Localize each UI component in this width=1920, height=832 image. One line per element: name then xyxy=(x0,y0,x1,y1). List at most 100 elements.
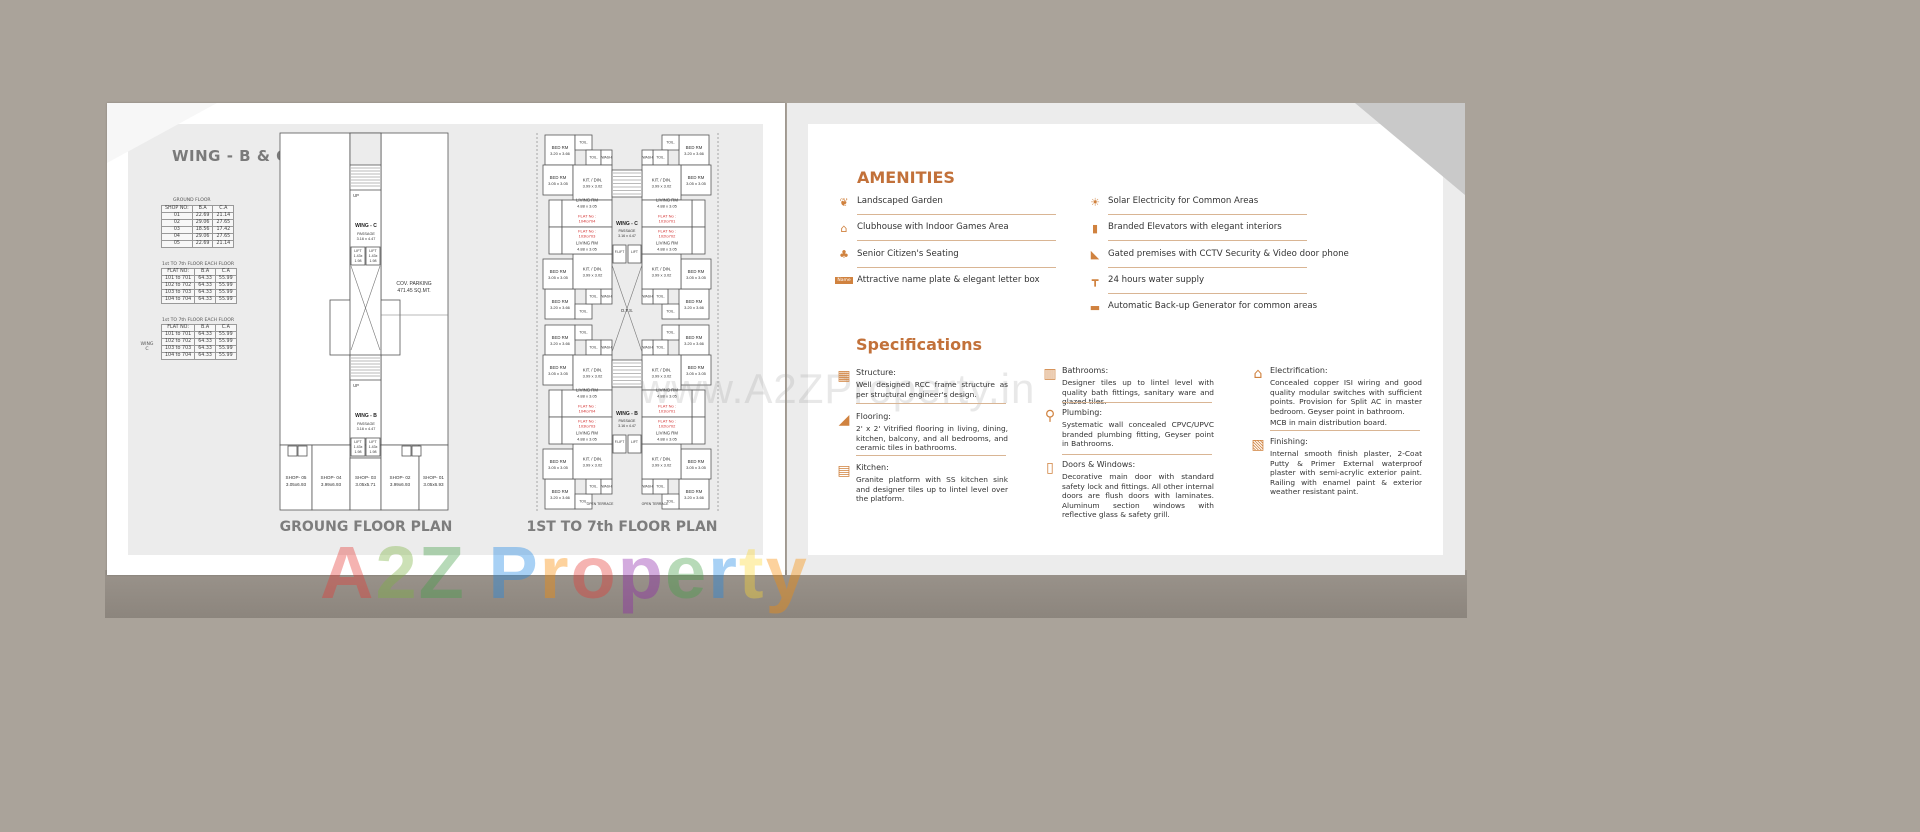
toilet xyxy=(661,324,680,341)
lift-label: F.LIFT xyxy=(615,440,625,444)
living-room xyxy=(561,389,613,418)
spec-heading: Finishing: xyxy=(1270,437,1308,446)
room-name: KIT. / DIN. xyxy=(583,178,603,183)
room-name: TOIL. xyxy=(579,331,587,335)
flooring-icon: ◢ xyxy=(838,412,850,428)
room-size: 4.88 x 3.05 xyxy=(577,394,598,399)
lift xyxy=(627,244,642,264)
kitchen-dining xyxy=(572,443,613,480)
shop-toilet xyxy=(297,445,308,457)
room-name: TOIL. xyxy=(589,485,597,489)
flat-prefix: FLAT No : xyxy=(578,229,596,234)
spec-text: Designer tiles up to lintel level with q… xyxy=(1062,378,1214,406)
room-name: TOIL. xyxy=(589,346,597,350)
living-room xyxy=(561,226,613,255)
room-size: 3.05 x 3.05 xyxy=(686,275,707,280)
spec-heading: Kitchen: xyxy=(856,463,889,472)
amenity-item: Solar Electricity for Common Areas xyxy=(1108,196,1259,206)
name-plate-badge: Name xyxy=(835,277,853,285)
divider xyxy=(1062,454,1212,455)
balcony xyxy=(548,416,563,445)
shop-name: SHOP- 04 xyxy=(321,475,342,480)
room-name: BED RM xyxy=(686,299,703,304)
toilet xyxy=(574,493,593,510)
spec-text: Well designed RCC frame structure as per… xyxy=(856,380,1008,399)
amenity-item: 24 hours water supply xyxy=(1108,274,1205,285)
divider xyxy=(1270,430,1420,431)
divider xyxy=(857,240,1056,242)
spec-extra: MCB in main distribution board. xyxy=(1270,418,1388,428)
kitchen-dining xyxy=(641,354,682,391)
garden-icon: ❦ xyxy=(839,195,849,209)
flat-prefix: FLAT No : xyxy=(578,419,596,424)
room-size: 4.88 x 3.05 xyxy=(657,437,678,442)
room-name: TOIL. xyxy=(656,346,664,350)
room-size: 3.99 x 3.02 xyxy=(652,463,673,468)
room-size: 3.05 x 3.05 xyxy=(548,465,569,470)
living-room xyxy=(641,226,693,255)
first-floor-plan-title: 1ST TO 7th FLOOR PLAN xyxy=(526,519,718,535)
room-name: LIVING RM xyxy=(576,388,598,393)
passage-size: 3.16 x 4.47 xyxy=(618,424,636,428)
room-size: 3.99 x 3.02 xyxy=(652,374,673,379)
void-cross xyxy=(350,265,381,351)
lift-label: LIFT xyxy=(354,440,362,444)
floor-table-2-caption: 1st TO 7th FLOOR EACH FLOOR xyxy=(162,318,235,323)
amenities-panel xyxy=(808,124,1443,555)
room-name: BED RM xyxy=(688,459,705,464)
page-corner-decoration xyxy=(1355,103,1465,195)
lift-size: 1.43x xyxy=(369,445,378,449)
room-name: LIVING RM xyxy=(576,431,598,436)
balcony xyxy=(691,226,706,255)
flat-number: 101to701 xyxy=(659,409,676,414)
room-name: TOIL. xyxy=(579,310,587,314)
generator-icon: ▬ xyxy=(1089,300,1101,314)
finishing-icon: ▧ xyxy=(1251,437,1265,453)
wing-label: WING - C xyxy=(355,223,377,229)
brochure-shadow-band xyxy=(105,570,1467,618)
wing-c-side-label: WING C xyxy=(140,342,154,352)
kitchen-dining xyxy=(641,253,682,290)
divider xyxy=(857,266,1056,268)
room-name: WASH xyxy=(601,156,612,160)
room-name: TOIL. xyxy=(589,295,597,299)
passage-size: 3.16 x 4.47 xyxy=(357,237,376,241)
room-size: 3.20 x 3.66 xyxy=(684,151,705,156)
room-name: BED RM xyxy=(552,489,569,494)
shop-name: SHOP- 01 xyxy=(423,475,444,480)
flat-prefix: FLAT No : xyxy=(578,214,596,219)
room-name: WASH xyxy=(642,295,653,299)
room-name: KIT. / DIN. xyxy=(583,267,603,272)
bedroom xyxy=(542,354,574,386)
bedroom xyxy=(680,258,712,290)
lift-label: LIFT xyxy=(369,440,377,444)
balcony xyxy=(548,199,563,228)
lift xyxy=(612,244,627,264)
room-name: TOIL. xyxy=(666,141,674,145)
ots-cross xyxy=(611,264,643,353)
wing-label: WING - B xyxy=(616,411,638,417)
room-name: BED RM xyxy=(550,175,567,180)
room-name: TOIL. xyxy=(656,156,664,160)
room-size: 3.20 x 3.66 xyxy=(550,305,571,310)
passage-label: PASSAGE xyxy=(357,232,375,236)
toilet xyxy=(661,134,680,151)
table-cell: 55.99 xyxy=(214,296,237,304)
room-name: BED RM xyxy=(550,365,567,370)
room-name: LIVING RM xyxy=(656,388,678,393)
shop-size: 3.99x6.93 xyxy=(390,482,411,487)
room-name: TOIL. xyxy=(666,310,674,314)
room-size: 4.88 x 3.05 xyxy=(657,204,678,209)
room-size: 3.99 x 3.02 xyxy=(583,374,604,379)
flat-number: 103to703 xyxy=(579,424,596,429)
room-name: BED RM xyxy=(686,145,703,150)
room-name: KIT. / DIN. xyxy=(652,368,672,373)
room-name: BED RM xyxy=(552,335,569,340)
living-room xyxy=(641,199,693,228)
shop-name: SHOP- 02 xyxy=(390,475,411,480)
room-size: 4.88 x 3.05 xyxy=(577,247,598,252)
